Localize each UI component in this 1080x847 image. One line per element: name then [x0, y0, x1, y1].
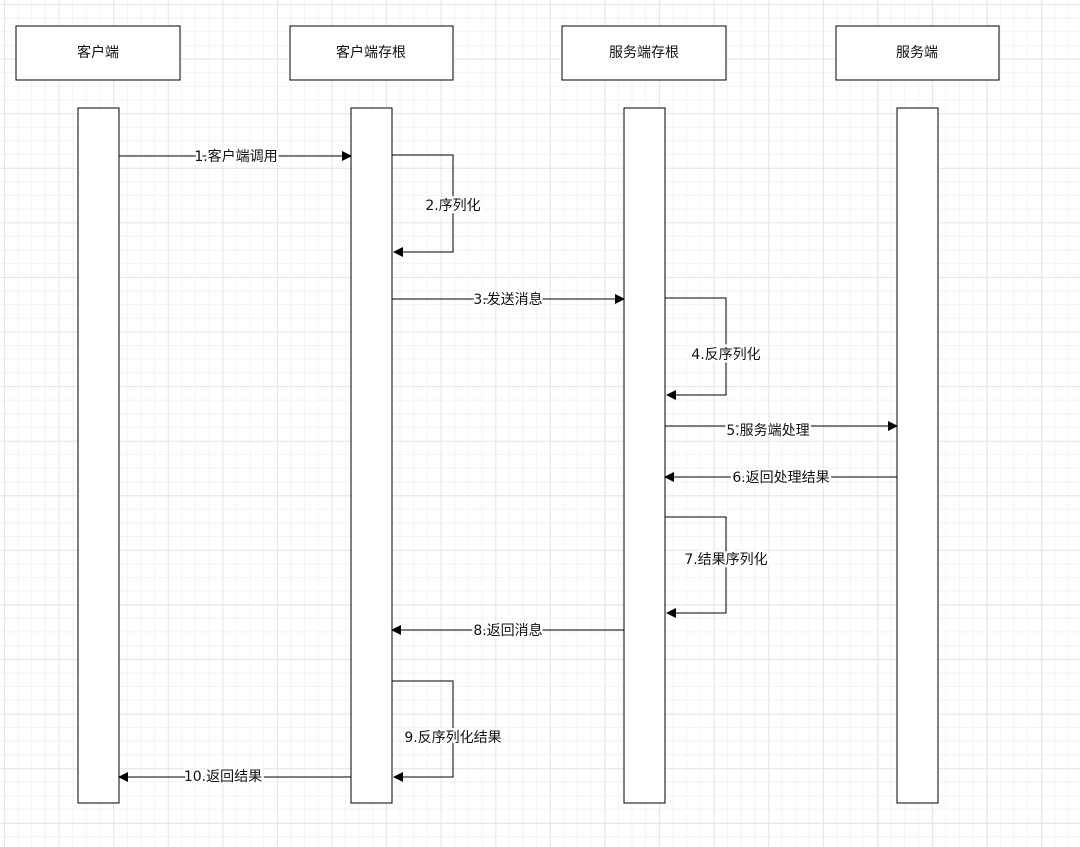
message-8[interactable]: 8.返回消息 [391, 620, 624, 642]
activation-bar-server[interactable] [896, 107, 939, 804]
message-label-9: 9.反序列化结果 [404, 730, 501, 746]
message-label-1: 1.客户端调用 [194, 148, 277, 165]
activation-bar-client-stub[interactable] [350, 107, 393, 804]
message-arrow-2 [392, 154, 454, 257]
message-1[interactable]: 1.客户端调用 [119, 146, 352, 168]
message-6[interactable]: 6.返回处理结果 [664, 468, 897, 489]
message-5[interactable]: 5.服务端处理 [665, 421, 898, 442]
activation-bar-server-stub[interactable] [623, 107, 666, 804]
message-arrow-4 [665, 297, 727, 400]
message-label-6: 6.返回处理结果 [732, 470, 829, 486]
message-10[interactable]: 10.返回结果 [118, 767, 351, 788]
participant-header-client[interactable]: 客户端 [15, 25, 181, 81]
message-label-7: 7.结果序列化 [684, 552, 767, 568]
message-label-8: 8.返回消息 [473, 622, 542, 639]
message-label-3: 3.发送消息 [473, 291, 542, 308]
message-label-4: 4.反序列化 [691, 347, 760, 363]
participant-header-server[interactable]: 服务端 [835, 25, 1000, 81]
participant-label-server: 服务端 [896, 45, 938, 61]
message-3[interactable]: 3.发送消息 [392, 289, 625, 311]
message-9[interactable]: 9.反序列化结果 [392, 680, 504, 782]
message-label-2: 2.序列化 [425, 198, 480, 214]
message-arrow-9 [392, 680, 454, 782]
participant-label-client: 客户端 [77, 44, 119, 61]
participant-header-client-stub[interactable]: 客户端存根 [289, 25, 454, 81]
message-7[interactable]: 7.结果序列化 [665, 516, 770, 618]
participant-header-server-stub[interactable]: 服务端存根 [561, 25, 727, 81]
message-2[interactable]: 2.序列化 [392, 154, 483, 257]
message-arrow-7 [665, 516, 727, 618]
participant-label-server-stub: 服务端存根 [609, 45, 679, 61]
message-label-10: 10.返回结果 [184, 769, 262, 785]
participant-label-client-stub: 客户端存根 [336, 44, 406, 61]
activation-bar-client[interactable] [77, 107, 120, 804]
message-4[interactable]: 4.反序列化 [665, 297, 763, 400]
message-label-5: 5.服务端处理 [726, 423, 809, 439]
